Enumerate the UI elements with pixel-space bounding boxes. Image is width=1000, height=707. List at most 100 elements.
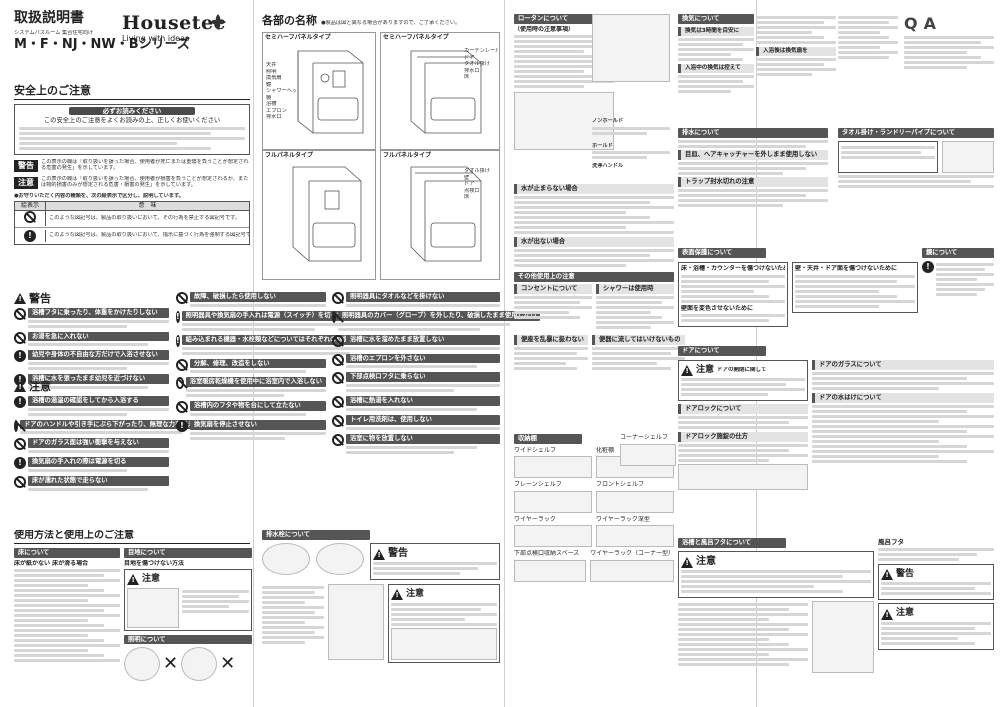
mid-item: 換気扇を停止させない <box>190 420 326 431</box>
lid-caution-label: 注意 <box>896 608 915 619</box>
handle-label: ホールド <box>592 142 613 149</box>
light-illustration <box>124 647 160 682</box>
mandatory-icon: ! <box>14 395 26 408</box>
series-subtitle: システムバスルーム 集合住宅向け <box>14 29 94 36</box>
mid-item: 浴槽のエプロンを外さない <box>346 353 500 364</box>
caution-item: ドアのガラス面は強い衝撃を与えない <box>28 438 169 449</box>
mandatory-icon: ! <box>176 310 180 323</box>
parts-diagram: フルパネルタイプ <box>380 150 500 280</box>
cross-mark-icon: ✕ <box>163 653 179 675</box>
series-name: M・F・NJ・NW・Bシリーズ <box>14 37 191 52</box>
part-label: 天井 <box>266 62 277 68</box>
storage-illustration <box>514 456 592 479</box>
part-label: 鏡 <box>266 81 272 88</box>
drain-caution-illustration <box>391 627 497 660</box>
part-label: 照明 <box>266 68 277 75</box>
bath-caution-label: 注意 <box>696 555 716 567</box>
drain-plug-column: 排水栓について 警告 注意 <box>262 530 500 663</box>
towel-bar-illustration <box>942 140 994 173</box>
prohibited-icon <box>176 377 184 390</box>
mid-item: 分解、修理、改造をしない <box>190 358 326 369</box>
door-topic: ドアのガラスについて <box>812 360 994 370</box>
answer-mark: A <box>923 14 936 33</box>
storage-item: フロントシェルフ <box>596 481 645 489</box>
warning-badge: 警告 <box>14 160 38 173</box>
part-label: ドア <box>464 54 475 61</box>
storage-item: 下部点検口収納スペース <box>514 550 580 558</box>
fold-line <box>504 0 505 707</box>
vent-tip: 換気は3時間を目安に <box>678 26 754 36</box>
prohibited-icon <box>176 358 188 371</box>
storage-item: ワイヤーラック <box>514 515 556 523</box>
diagram-type: セミハーフパネルタイプ <box>383 34 449 41</box>
manual-title: 取扱説明書 <box>14 10 84 26</box>
door-col2: ドアのガラスについて ドアの水はけについて <box>812 360 994 465</box>
prohibited-icon <box>332 372 344 385</box>
caution-item: 換気扇の手入れの際は電源を切る <box>28 457 169 468</box>
door-topic: ドアロック施錠の仕方 <box>678 432 808 442</box>
safety-heading: 安全上のご注意 <box>14 84 250 100</box>
mandatory-icon: ! <box>922 260 934 273</box>
surface-tip: 壁面を変色させないために <box>681 304 754 312</box>
bathroom-diagram <box>297 50 364 133</box>
storage-item: ワイヤーラック深型 <box>596 515 650 523</box>
rotan-subheading: （使用時の注意事項） <box>514 25 575 33</box>
surface-heading: 表面保護について <box>678 248 766 258</box>
warning-label: 警告 <box>388 547 408 559</box>
caution-triangle-icon <box>127 574 139 586</box>
parts-diagram: セミハーフパネルタイプ <box>380 32 500 150</box>
no-water-heading: 水が出ない場合 <box>514 236 674 247</box>
lid-warning-label: 警告 <box>896 569 915 580</box>
diagram-type: セミハーフパネルタイプ <box>265 34 331 41</box>
mid-item: 浴室に物を放置しない <box>346 434 500 444</box>
prohibited-icon <box>332 334 344 347</box>
part-label: 壁 <box>464 174 470 181</box>
usage-section: 使用方法と使用上のご注意 <box>14 530 504 544</box>
towel-section: タオル掛け・ランドリーパイプについて <box>838 128 994 190</box>
part-label: 排水口 <box>266 114 282 120</box>
bath-lid-heading: 風呂フタ <box>878 538 904 546</box>
drain-tip: 目皿、ヘアキャッチャーを外しまま使用しない <box>678 149 828 160</box>
part-label: 床 <box>464 74 470 80</box>
prohibited-icon <box>332 396 344 409</box>
prohibited-icon <box>176 401 188 414</box>
storage-item: コーナーシェルフ <box>620 434 668 441</box>
warning-section-label: 警告 <box>29 292 51 305</box>
table-row: このような図記号は、製品の取り扱いにおいて、指示に基づく行為を強制する図記号です… <box>49 232 249 239</box>
parts-diagram: フルパネルタイプ <box>262 150 376 280</box>
part-label: シャワーヘッド <box>266 88 296 94</box>
safety-intro: この安全上のご注意をよくお読みの上、正しくお使いください <box>43 116 221 124</box>
brand-name: Housetec <box>122 12 226 34</box>
mid-item: トイレ用洗剤は、使用しない <box>346 415 500 426</box>
storage-illustration <box>514 525 592 548</box>
storage-illustration <box>596 525 674 548</box>
ventilation-section: 換気について 換気は3時間を目安に 入浴中の換気は控えて <box>678 14 754 95</box>
prohibited-icon <box>332 415 344 428</box>
mandatory-icon: ! <box>176 334 180 347</box>
part-label: 排水口 <box>464 67 480 74</box>
part-labels-left: 天井 照明 換気扇 鏡 シャワーヘッド 棚 浴槽 エプロン 排水口 <box>266 62 296 121</box>
floor-column: 床について 床が紙かない 床が滑る場合 <box>14 548 120 664</box>
mid-item: 照明器具にタオルなどを掛けない <box>346 292 500 302</box>
surface-section: 表面保護について <box>678 248 994 258</box>
storage-section: 収納棚 ワイドシェルフ 化粧棚 ブレーンシェルフ フロントシェルフ ワイヤーラッ… <box>514 434 674 582</box>
door-caution-label: 注意 <box>696 365 715 375</box>
part-label: カーテンレール <box>464 48 498 54</box>
joint-illustration <box>127 587 179 628</box>
part-label: 床 <box>464 194 470 200</box>
warning-item: 浴槽フタに乗ったり、体重をかけたりしない <box>28 307 169 318</box>
table-row: このような図記号は、製品の取り扱いにおいて、その行為を禁止する図記号です。 <box>49 215 241 222</box>
part-label: 換気扇 <box>266 75 282 81</box>
shower-heading: シャワーは使用時 <box>596 283 674 294</box>
other-heading: その他使用上の注意 <box>514 272 674 282</box>
other-section: その他使用上の注意 コンセントについて シャワーは使用時 便座を乱暴に扱わない … <box>514 272 685 372</box>
caution-triangle-icon <box>681 365 693 377</box>
caution-item: 床が濡れた状態で走らない <box>28 476 169 487</box>
prohibited-icon <box>332 353 344 366</box>
safety-section: 安全上のご注意 必ずお読みください この安全上のご注意をよくお読みの上、正しくお… <box>14 84 250 245</box>
mirror-section: 鏡について ! <box>922 248 994 298</box>
part-labels-right: カーテンレール ドア タオル掛け 排水口 床 <box>464 48 498 81</box>
warning-item: お湯を急に入れない <box>28 331 169 342</box>
